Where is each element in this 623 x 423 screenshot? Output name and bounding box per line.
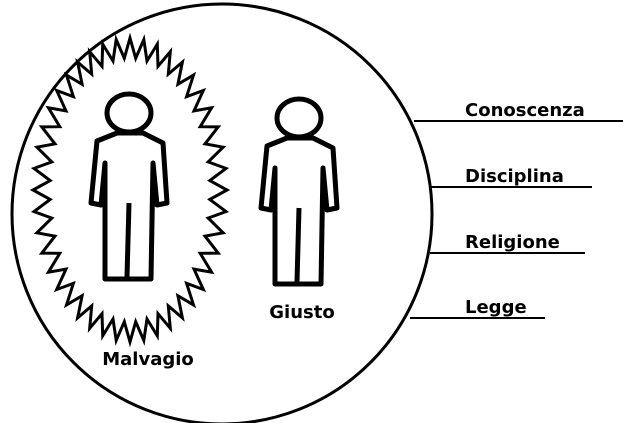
starburst-aura	[29, 32, 231, 348]
label-conoscenza: Conoscenza	[465, 100, 585, 121]
label-religione: Religione	[465, 232, 560, 253]
body-icon	[258, 135, 340, 287]
label-legge: Legge	[465, 297, 527, 318]
outer-circle	[10, 2, 434, 423]
head-icon	[274, 96, 324, 140]
label-giusto: Giusto	[269, 302, 334, 323]
body-icon	[88, 130, 170, 282]
label-malvagio: Malvagio	[102, 349, 194, 370]
head-icon	[104, 91, 154, 135]
label-disciplina: Disciplina	[465, 166, 564, 187]
righteous-figure	[258, 96, 340, 287]
wicked-figure	[88, 91, 170, 282]
